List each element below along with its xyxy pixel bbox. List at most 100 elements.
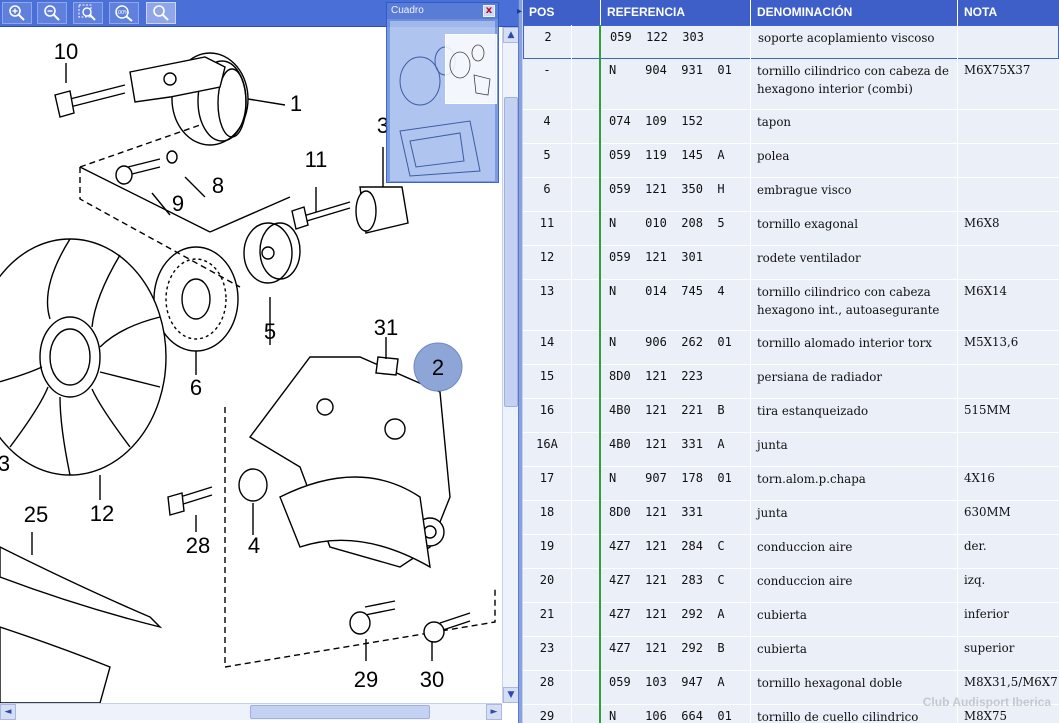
row-pos: 12 (539, 250, 555, 264)
callout-2[interactable]: 2 (432, 355, 444, 380)
row-denominacion: tornillo exagonal (757, 217, 858, 231)
row-referencia: N 907 178 01 (609, 471, 732, 485)
row-denominacion: persiana de radiador (757, 370, 883, 384)
header-referencia[interactable]: REFERENCIA (601, 0, 751, 25)
column-divider (957, 25, 958, 723)
row-pos: 21 (539, 607, 555, 621)
watermark: Club Audisport Iberica (922, 695, 1051, 709)
highlighted-callout-circle[interactable] (413, 342, 463, 392)
callout-4[interactable]: 4 (248, 533, 260, 558)
exploded-parts-diagram[interactable]: 10 1 9 8 11 3 5 6 31 2 12 25 28 4 29 30 … (0, 27, 502, 703)
overview-viewport-frame[interactable] (445, 34, 497, 104)
row-nota (964, 433, 1059, 466)
callout-1[interactable]: 1 (290, 91, 302, 116)
row-nota: M6X75X37 (964, 63, 1031, 77)
row-nota: 4X16 (964, 471, 995, 485)
row-denominacion: soporte acoplamiento viscoso (758, 31, 935, 45)
row-denominacion: embrague visco (757, 183, 852, 197)
overview-title: Cuadro (387, 3, 498, 19)
callout-3-left[interactable]: 3 (0, 451, 10, 476)
zoom-100-icon[interactable]: 100% (109, 2, 139, 24)
header-pos[interactable]: POS (523, 0, 601, 25)
vertical-scroll-thumb[interactable] (504, 97, 518, 407)
scroll-down-button[interactable]: ▼ (503, 687, 518, 703)
horizontal-scroll-thumb[interactable] (250, 705, 430, 719)
diagram-vertical-scrollbar[interactable]: ▲ ▼ (502, 27, 518, 703)
header-denominacion[interactable]: DENOMINACIÓN (751, 0, 958, 25)
row-pos: 19 (539, 539, 555, 553)
row-denominacion: junta (757, 506, 788, 520)
row-referencia: N 904 931 01 (609, 63, 732, 77)
panel-splitter[interactable]: ▸ (517, 0, 523, 723)
row-denominacion: junta (757, 438, 788, 452)
zoom-area-icon[interactable] (73, 2, 103, 24)
callout-11[interactable]: 11 (305, 147, 328, 172)
zoom-in-icon[interactable] (2, 2, 32, 24)
callout-29[interactable]: 29 (354, 667, 378, 692)
row-denominacion: conduccion aire (757, 574, 853, 588)
scroll-up-button[interactable]: ▲ (503, 27, 518, 43)
row-denominacion: tornillo cilindrico con cabeza hexagono … (757, 285, 940, 317)
callout-28[interactable]: 28 (186, 533, 210, 558)
callout-25[interactable]: 25 (24, 502, 48, 527)
diagram-horizontal-scrollbar[interactable]: ◄ ► (0, 703, 502, 720)
row-referencia: 4Z7 121 283 C (609, 573, 725, 587)
header-nota[interactable]: NOTA (964, 5, 998, 19)
table-row[interactable]: 16A 4B0 121 331 A junta (523, 433, 1059, 467)
diagram-panel: 100% (0, 0, 518, 723)
row-denominacion: tornillo de cuello cilindrico (757, 710, 919, 723)
row-referencia: 059 119 145 A (609, 148, 725, 162)
scroll-right-button[interactable]: ► (486, 704, 502, 720)
callout-31[interactable]: 31 (374, 315, 398, 340)
zoom-out-icon[interactable] (37, 2, 67, 24)
row-referencia: 059 103 947 A (609, 675, 725, 689)
row-referencia: 8D0 121 331 (609, 505, 703, 519)
row-pos: 16A (536, 437, 558, 451)
row-pos: 23 (539, 641, 555, 655)
row-pos: 29 (539, 709, 555, 723)
row-nota (964, 365, 1059, 398)
splitter-arrow-icon[interactable]: ▸ (517, 6, 523, 17)
scroll-left-button[interactable]: ◄ (0, 704, 16, 720)
row-pos: 11 (539, 216, 555, 230)
callout-6[interactable]: 6 (190, 375, 202, 400)
callout-30[interactable]: 30 (420, 667, 444, 692)
callout-5[interactable]: 5 (264, 319, 276, 344)
row-referencia: 4Z7 121 292 A (609, 607, 725, 621)
callout-10[interactable]: 10 (54, 39, 78, 64)
row-referencia: 4B0 121 331 A (609, 437, 725, 451)
zoom-reset-icon[interactable] (146, 2, 176, 24)
row-nota: 515MM (964, 403, 1011, 417)
row-nota: 630MM (964, 505, 1011, 519)
row-referencia: 8D0 121 223 (609, 369, 703, 383)
overview-close-button[interactable]: x (483, 5, 495, 17)
overview-window[interactable]: Cuadro x (386, 2, 499, 183)
row-denominacion: cubierta (757, 642, 807, 656)
row-nota (964, 178, 1059, 211)
callout-12[interactable]: 12 (90, 501, 114, 526)
row-denominacion: tornillo alomado interior torx (757, 336, 932, 350)
callout-9[interactable]: 9 (172, 191, 184, 216)
row-nota: M8X31,5/M6X7 (964, 675, 1058, 689)
callout-8[interactable]: 8 (212, 173, 224, 198)
